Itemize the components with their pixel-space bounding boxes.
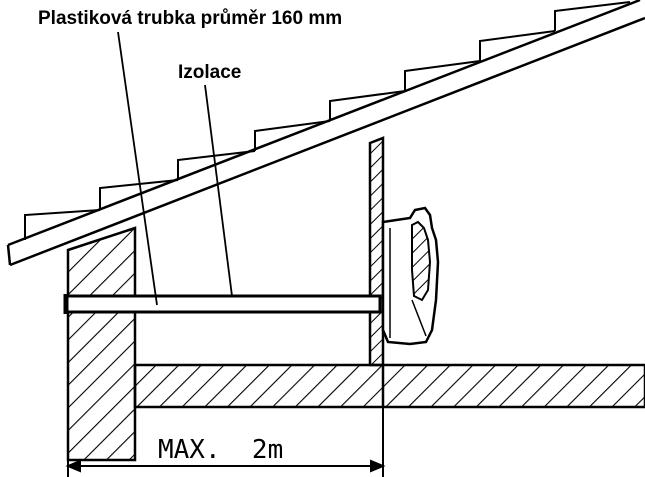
left-wall	[66, 226, 137, 462]
leader-lines	[117, 31, 233, 306]
roof-tiles	[24, 1, 631, 240]
dimension-line	[65, 407, 386, 477]
max-length-label: MAX. 2m	[158, 435, 283, 465]
wall-fan-icon	[381, 206, 440, 346]
pipe-label: Plastiková trubka průměr 160 mm	[38, 8, 342, 29]
insulation-label: Izolace	[178, 62, 241, 83]
ceiling-slab	[133, 363, 645, 409]
roof	[6, 0, 645, 267]
partition-wall	[368, 136, 385, 367]
plastic-pipe	[63, 294, 382, 314]
